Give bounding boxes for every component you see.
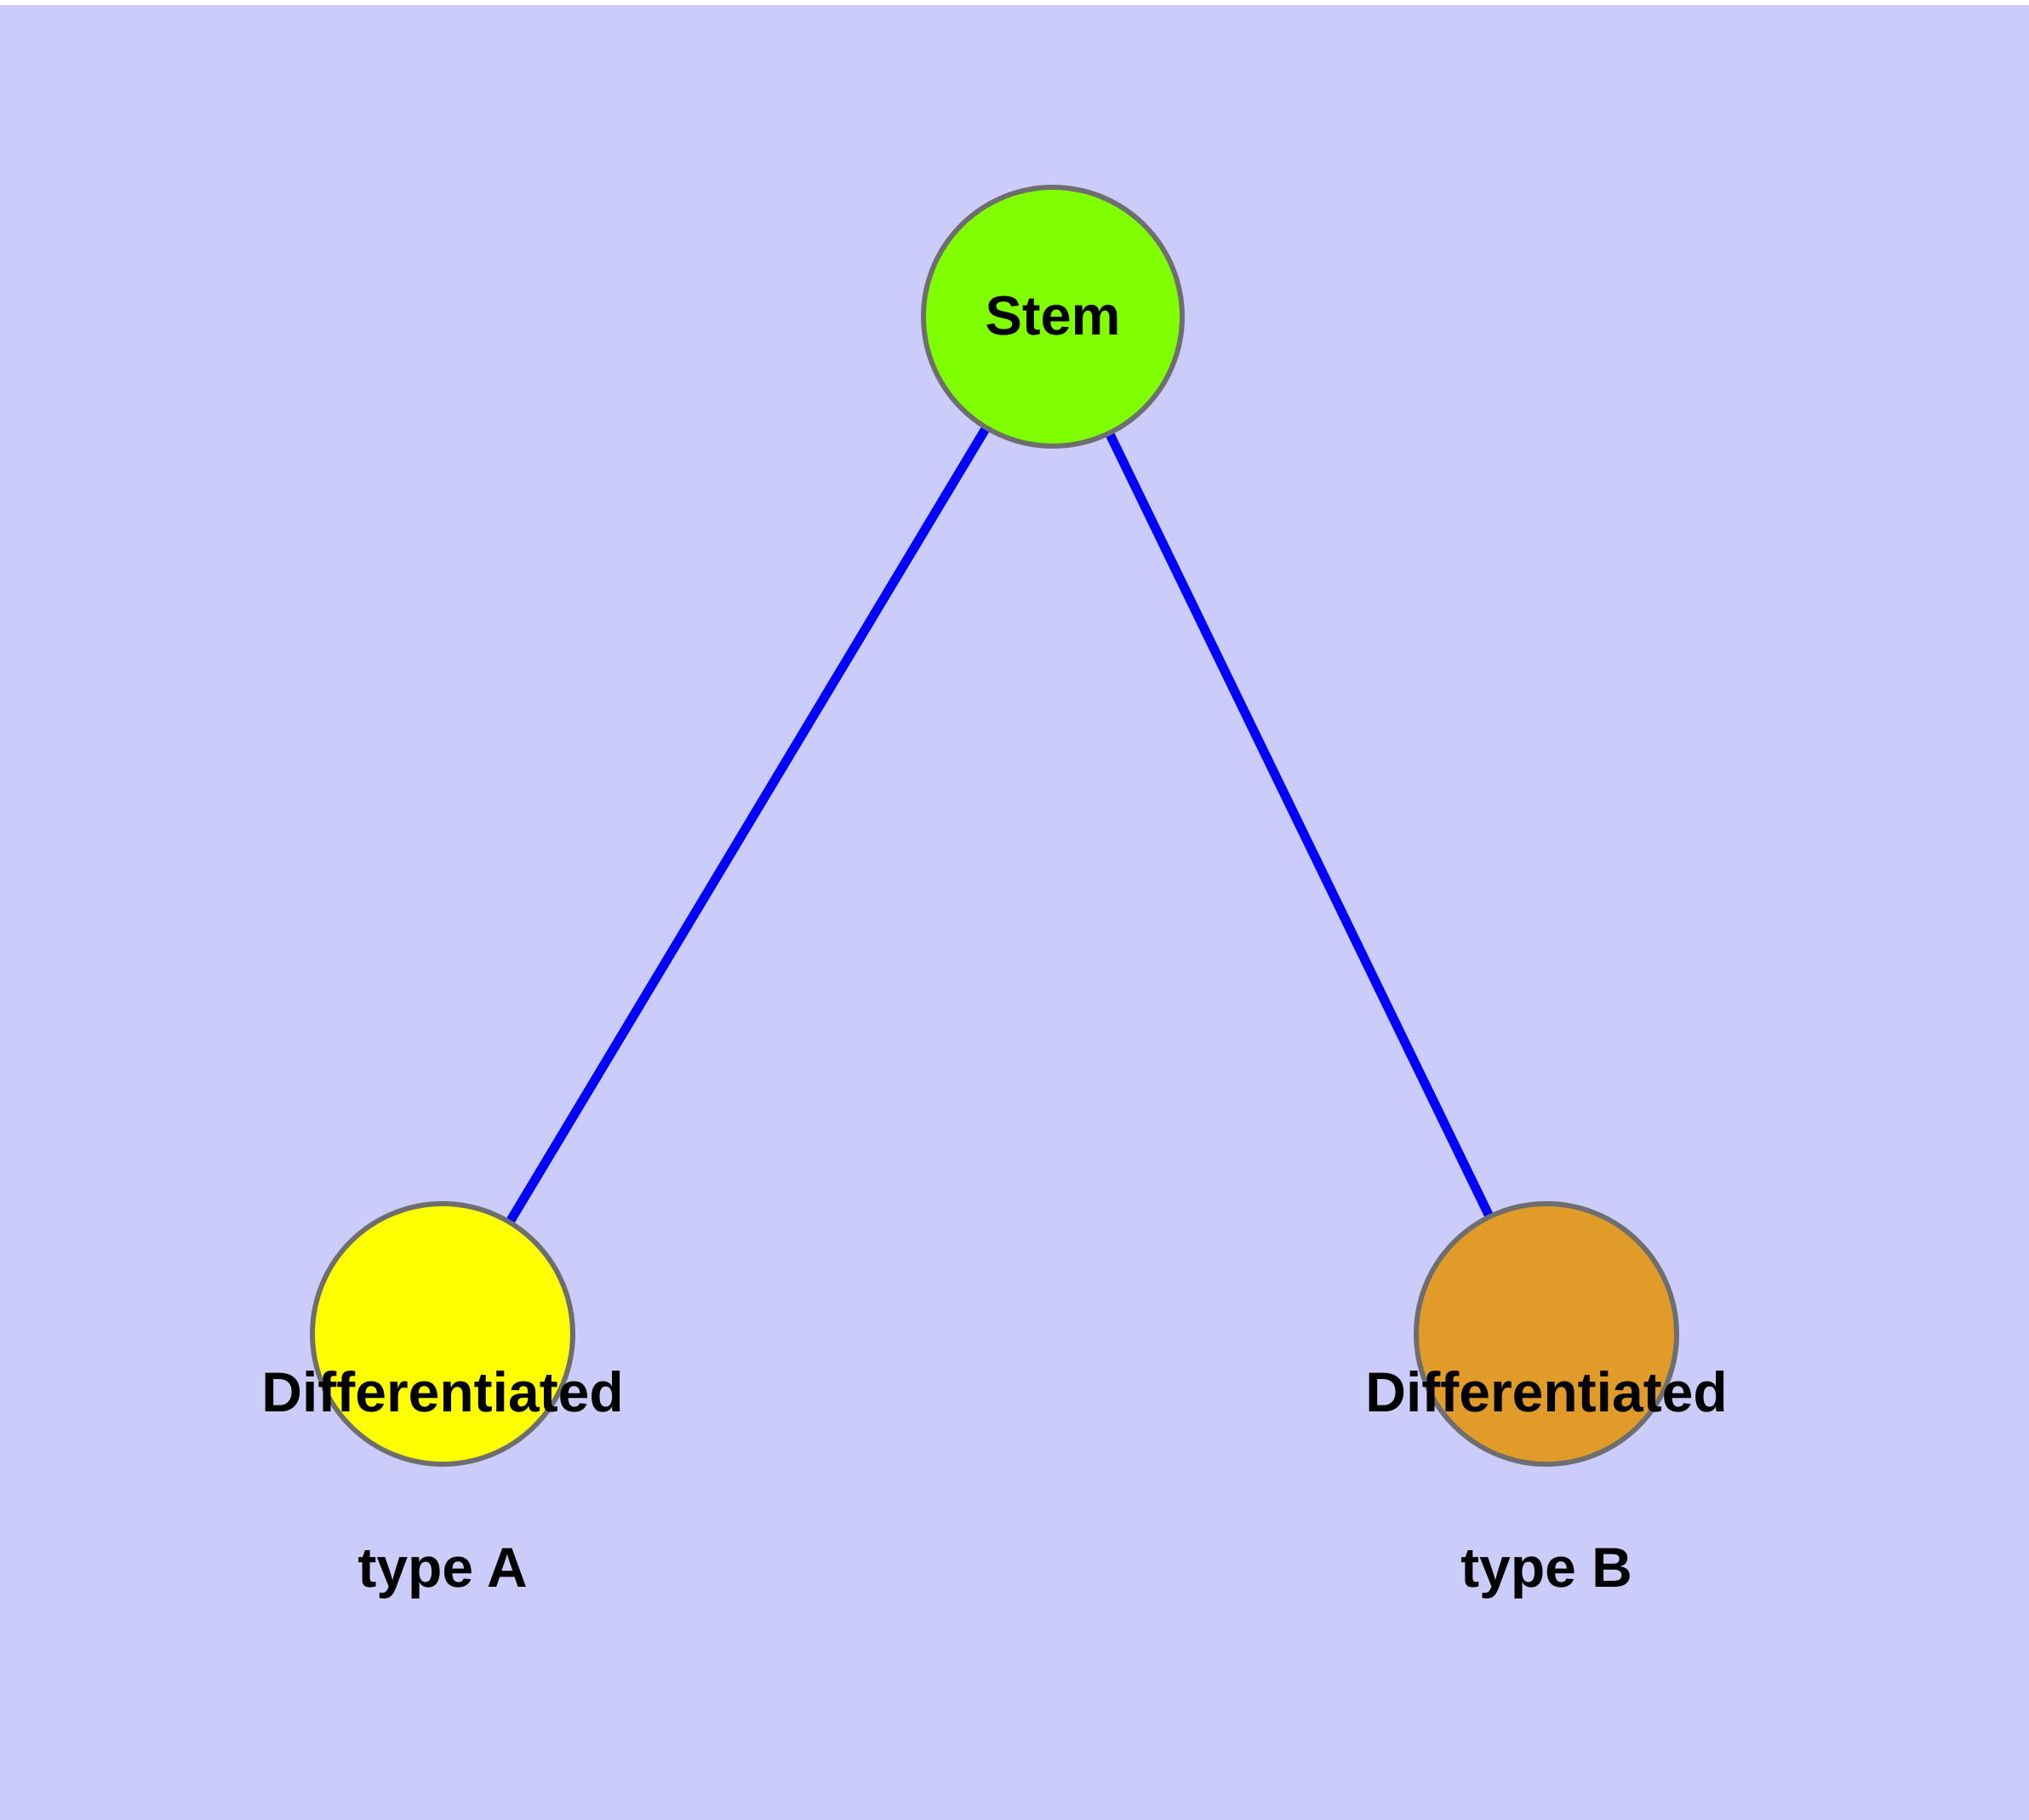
edge-stem-to-diff-b[interactable] xyxy=(1049,314,1551,1336)
edge-stem-to-diff-a[interactable] xyxy=(438,314,1057,1336)
node-differentiated-type-a[interactable] xyxy=(310,1201,575,1467)
node-stem[interactable] xyxy=(921,185,1185,449)
edge-layer xyxy=(438,314,1551,1336)
node-layer xyxy=(310,185,1679,1467)
node-differentiated-type-b[interactable] xyxy=(1414,1201,1679,1467)
